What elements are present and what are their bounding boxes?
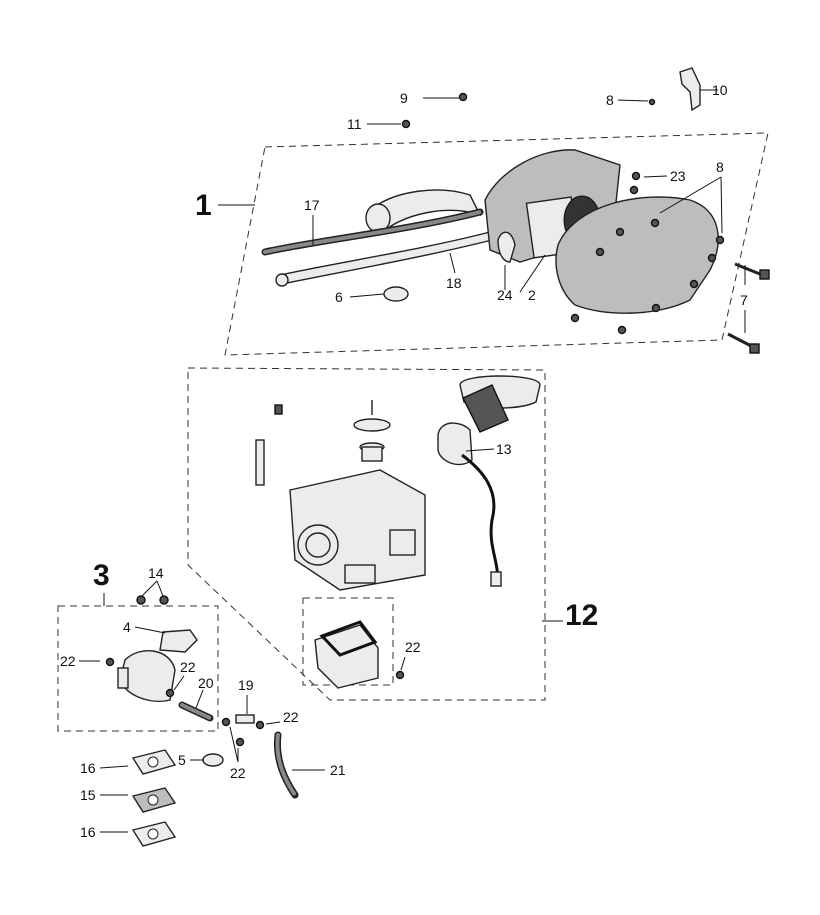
auto-choke	[437, 384, 509, 587]
callout-8b: 8	[716, 159, 724, 175]
callout-22d: 22	[230, 765, 246, 781]
long-bolts	[727, 262, 770, 354]
callout-22e: 22	[405, 639, 421, 655]
callout-23: 23	[670, 168, 686, 184]
cover-screws	[401, 92, 725, 335]
intake-manifold-group-frame	[57, 605, 219, 732]
callout-7: 7	[740, 292, 748, 308]
air-filter-assembly	[261, 149, 719, 314]
callout-labels: 1 2 3 4 5 6 7 8 8 9 10 11 12 13 14 15 16…	[60, 82, 748, 840]
callout-17: 17	[304, 197, 320, 213]
float-bowl	[314, 620, 379, 689]
leader-lines	[79, 89, 746, 833]
intake-manifold	[105, 595, 405, 799]
callout-3: 3	[93, 559, 110, 592]
callout-19: 19	[238, 677, 254, 693]
callout-14: 14	[148, 565, 164, 581]
callout-12: 12	[565, 599, 598, 632]
carburetor-group-frame	[187, 367, 546, 701]
callout-22b: 22	[180, 659, 196, 675]
bracket	[679, 67, 701, 112]
callout-4: 4	[123, 619, 131, 635]
callout-5: 5	[178, 752, 186, 768]
callout-10: 10	[712, 82, 728, 98]
callout-15: 15	[80, 787, 96, 803]
callout-22c: 22	[283, 709, 299, 725]
callout-8a: 8	[606, 92, 614, 108]
callout-6: 6	[335, 289, 343, 305]
callout-16b: 16	[80, 824, 96, 840]
callout-16a: 16	[80, 760, 96, 776]
callout-18: 18	[446, 275, 462, 291]
callout-24: 24	[497, 287, 513, 303]
callout-13: 13	[496, 441, 512, 457]
callout-1: 1	[195, 189, 212, 222]
callout-2: 2	[528, 287, 536, 303]
callout-20: 20	[198, 675, 214, 691]
callout-22a: 22	[60, 653, 76, 669]
callout-9: 9	[400, 90, 408, 106]
callout-11: 11	[347, 116, 362, 132]
callout-21: 21	[330, 762, 346, 778]
gaskets	[131, 749, 224, 847]
